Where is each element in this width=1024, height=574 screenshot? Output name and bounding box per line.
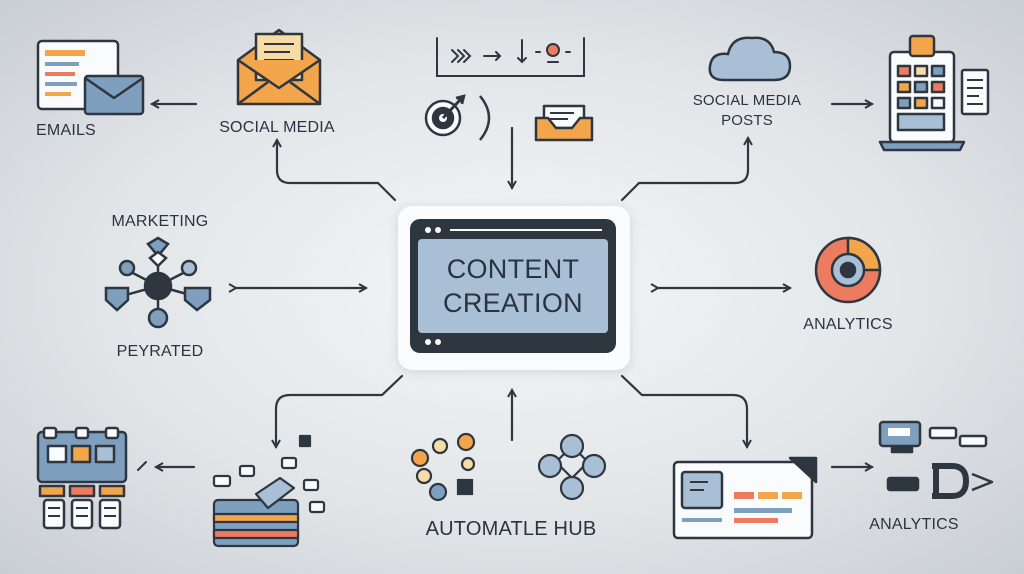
- content-creation-display: CONTENT CREATION: [418, 239, 608, 333]
- network-icon: [104, 236, 212, 329]
- window-dots-icon: [425, 339, 441, 345]
- marketing-label: MARKETING: [111, 213, 209, 230]
- center-title-line2: CREATION: [443, 288, 583, 318]
- analytics-donut-icon: [814, 236, 882, 304]
- emails-label: EMAILS: [36, 122, 96, 139]
- cloud-icon: [708, 36, 792, 82]
- window-controls-icon: [425, 227, 602, 233]
- target-icon: [424, 94, 491, 141]
- calendar-device-icon: [878, 34, 990, 152]
- analytics-bottom-label: ANALYTICS: [869, 516, 959, 533]
- kanban-board-icon: [36, 426, 128, 530]
- dashboard-card-icon: [672, 456, 818, 540]
- workflow-icon: [436, 37, 585, 77]
- mail-tray-icon: [534, 104, 594, 142]
- peyrated-label: PEYRATED: [116, 343, 204, 360]
- arrow-to-posts: [620, 138, 748, 202]
- arrow-bottom-left: [276, 374, 404, 447]
- dollar-toolbox-icon: [878, 420, 994, 499]
- automate-hub-label: AUTOMATLE HUB: [425, 518, 597, 540]
- social-media-posts-label-1: SOCIAL MEDIA: [692, 92, 802, 109]
- analytics-right-label: ANALYTICS: [803, 316, 893, 333]
- social-media-label: SOCIAL MEDIA: [219, 119, 335, 136]
- arrow-bottom-right: [620, 374, 747, 447]
- arrow-to-social-media: [277, 140, 397, 202]
- newsletter-icon: [236, 28, 322, 106]
- content-creation-card: CONTENT CREATION: [398, 206, 630, 370]
- content-creation-screen: CONTENT CREATION: [410, 219, 616, 353]
- envelope-icon: [36, 39, 145, 116]
- molecule-icon: [410, 432, 607, 502]
- center-title-line1: CONTENT: [446, 254, 580, 284]
- card-stack-icon: [212, 434, 326, 548]
- social-media-posts-label-2: POSTS: [721, 112, 773, 129]
